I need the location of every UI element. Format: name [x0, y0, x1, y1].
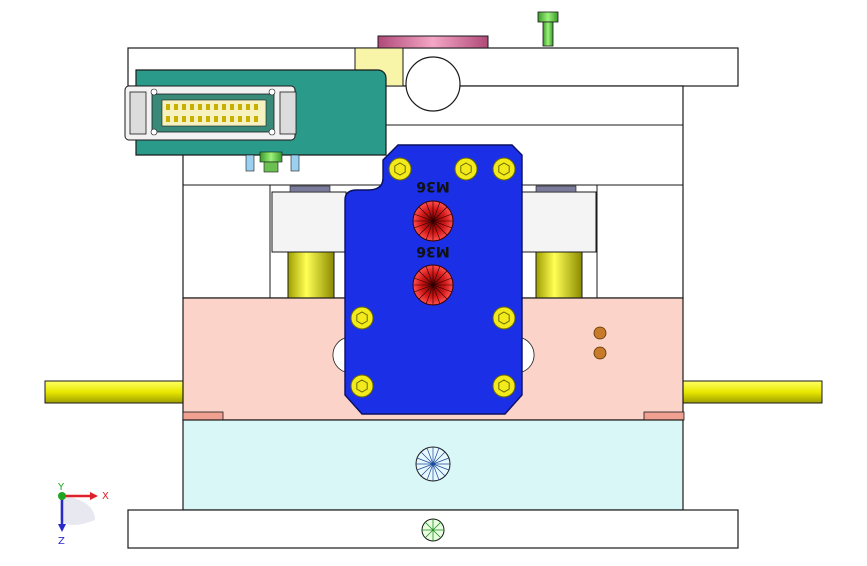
thread-label-upper: M36: [416, 178, 449, 194]
plate-bolt[interactable]: [492, 374, 516, 398]
ejector-hole-blue: [415, 446, 451, 482]
pillar-collar-left: [289, 185, 331, 193]
dowel-pin-upper: [593, 326, 607, 340]
connector-latch-right: [279, 91, 297, 135]
cavity-plate-notch-left: [182, 411, 224, 421]
triad-z-label: Z: [58, 536, 65, 547]
green-screw-shaft: [542, 21, 554, 47]
plate-bolt[interactable]: [350, 374, 374, 398]
plate-bolt[interactable]: [492, 157, 516, 181]
hot-nozzle-lower[interactable]: [412, 264, 454, 306]
triad-x-label: X: [102, 491, 109, 502]
plate-bolt[interactable]: [388, 157, 412, 181]
thread-label-lower: M36: [416, 243, 449, 259]
dowel-pin-lower: [593, 346, 607, 360]
connector-pins: [166, 104, 258, 122]
triad-y-label: Y: [57, 482, 65, 493]
guide-rod-left[interactable]: [44, 380, 186, 404]
guide-rod-right[interactable]: [681, 380, 823, 404]
connector-pin-insert: [161, 99, 267, 127]
green-screw-head[interactable]: [537, 11, 559, 23]
connector-latch-left: [129, 91, 147, 135]
hot-nozzle-upper[interactable]: [412, 200, 454, 242]
plate-bolt[interactable]: [454, 157, 478, 181]
coordinate-triad: X Y Z: [57, 482, 109, 547]
connector-screws: [150, 88, 276, 136]
support-block-left: [271, 191, 347, 253]
plate-bolt[interactable]: [350, 306, 374, 330]
plate-bolt[interactable]: [492, 306, 516, 330]
support-pillar-left[interactable]: [287, 251, 335, 299]
cavity-plate-notch-right: [643, 411, 685, 421]
sprue-bushing-hole: [405, 56, 461, 112]
support-pillar-right[interactable]: [535, 251, 583, 299]
cavity-slot-right: [521, 337, 535, 373]
pillar-collar-right: [535, 185, 577, 193]
triad-shadow: [60, 495, 95, 525]
ejector-hole-green: [421, 518, 445, 542]
water-fittings[interactable]: [245, 151, 300, 173]
cavity-slot-left: [332, 337, 346, 373]
support-block-right: [521, 191, 597, 253]
locating-ring[interactable]: [377, 35, 489, 49]
